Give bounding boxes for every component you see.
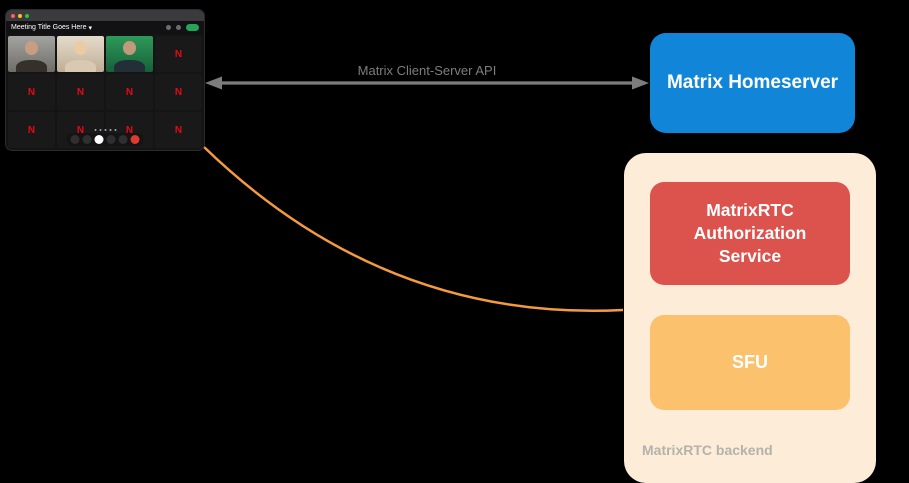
avatar-tile: N [155,112,202,148]
window-chrome-bar [6,10,204,21]
header-action-button[interactable] [186,24,199,31]
traffic-light[interactable] [18,13,22,18]
avatar-letter: N [125,124,134,136]
pagination-dot[interactable] [114,129,116,131]
avatar-letter: N [76,86,85,98]
avatar-letter: N [27,124,36,136]
video-tile-person-a [8,36,55,72]
video-call-window: Meeting Title Goes Here ▾ N N N N N N N N N [6,10,204,150]
pagination-dot[interactable] [109,129,111,131]
avatar-tile: N [155,36,202,72]
pagination-dots [94,129,116,131]
auth-service-label: MatrixRTC Authorization Service [693,199,807,267]
sfu-node: SFU [650,315,850,410]
homeserver-node: Matrix Homeserver [650,33,855,133]
avatar-tile: N [8,112,55,148]
meeting-title: Meeting Title Goes Here [11,24,87,31]
rtc-backend-container: MatrixRTC Authorization Service SFU Matr… [624,153,876,483]
avatar-tile: N [8,74,55,110]
chevron-down-icon[interactable]: ▾ [88,24,92,32]
homeserver-label: Matrix Homeserver [666,72,839,93]
traffic-lights [11,13,29,18]
mic-button[interactable] [70,135,80,144]
avatar-letter: N [27,86,36,98]
end-call-button[interactable] [130,135,140,144]
api-arrow-head-right [632,76,649,90]
pagination-dot[interactable] [94,129,96,131]
sfu-label: SFU [732,352,768,372]
pagination-dot[interactable] [99,129,101,131]
avatar-tile: N [57,74,104,110]
reactions-button[interactable] [106,135,116,144]
avatar-letter: N [174,124,183,136]
avatar-letter: N [174,48,183,60]
avatar-tile: N [155,74,202,110]
rtc-backend-label: MatrixRTC backend [642,442,773,458]
avatar-letter: N [174,86,183,98]
video-grid: N N N N N N N N N [8,36,202,148]
layout-grid-icon[interactable] [166,25,171,30]
auth-service-node: MatrixRTC Authorization Service [650,182,850,285]
traffic-light[interactable] [11,13,15,18]
call-controls [66,133,144,146]
share-screen-button[interactable] [94,135,104,144]
call-header: Meeting Title Goes Here ▾ [6,21,204,34]
video-tile-person-b [57,36,104,72]
avatar-tile: N [106,74,153,110]
call-controls-overlay [66,129,144,146]
sfu-connector-line [203,146,624,312]
avatar-letter: N [76,124,85,136]
avatar-letter: N [125,86,134,98]
api-arrow-head-left [205,76,222,90]
pagination-dot[interactable] [104,129,106,131]
video-tile-person-c [106,36,153,72]
more-options-button[interactable] [118,135,128,144]
diagram-canvas: { "canvas": { "background": "#000000" },… [6,10,876,483]
traffic-light[interactable] [25,13,29,18]
api-arrow-label: Matrix Client-Server API [357,63,497,78]
participants-icon[interactable] [176,25,181,30]
camera-button[interactable] [82,135,92,144]
